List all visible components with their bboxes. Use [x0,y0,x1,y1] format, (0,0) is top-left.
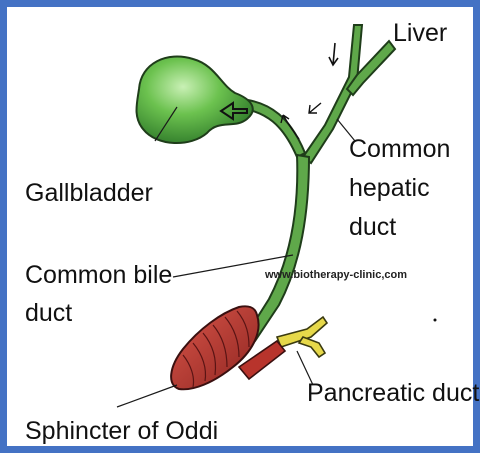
sphincter-of-oddi [171,306,258,389]
pancreatic-duct-branch-lower [299,337,325,357]
sphincter-pointer [117,385,177,407]
label-common-hepatic-line-1: Common [349,135,450,164]
label-common-bile-line-1: Common bile [25,261,172,290]
label-common-hepatic-line-2: hepatic [349,174,430,203]
watermark: www.biotherapy-clinic,com [265,269,407,281]
label-pancreatic-duct: Pancreatic duct [307,379,479,408]
flow-arrow-down-icon [329,43,338,65]
gallbladder [137,57,253,143]
stray-dot [434,319,437,322]
label-common-bile-line-2: duct [25,299,72,328]
flow-arrow-small-icon [309,103,321,113]
label-sphincter-of-oddi: Sphincter of Oddi [25,417,218,446]
label-gallbladder: Gallbladder [25,179,153,208]
label-common-hepatic-line-3: duct [349,213,396,242]
label-liver: Liver [393,19,447,48]
